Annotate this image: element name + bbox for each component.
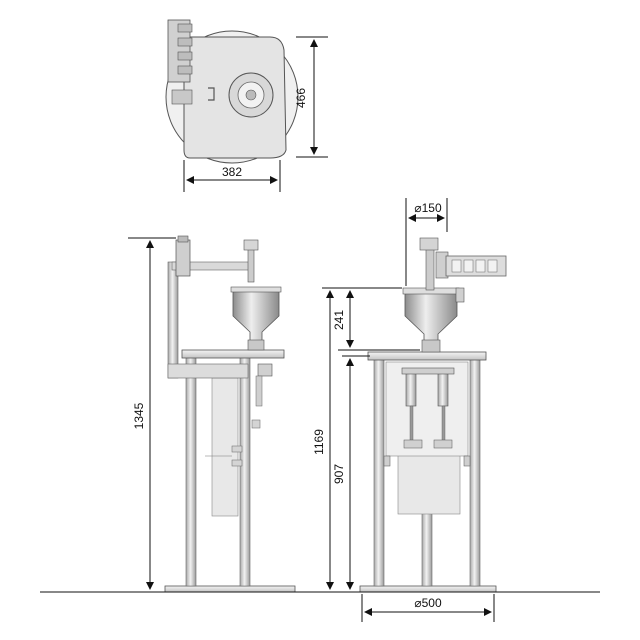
front-hopper-outlet <box>421 339 441 353</box>
front-view <box>359 237 507 593</box>
top-view-bracket <box>208 87 215 101</box>
dim-907-label: 907 <box>332 464 346 484</box>
dim-1345: 1345 <box>128 237 176 593</box>
side-column-foot <box>167 363 249 379</box>
front-side-fitting-left <box>383 455 391 467</box>
side-view <box>164 235 296 593</box>
side-pump-cap <box>177 235 189 243</box>
front-manifold <box>445 255 507 277</box>
front-side-fitting-right <box>463 455 471 467</box>
side-pump-head <box>175 239 191 277</box>
side-table-top <box>181 349 285 359</box>
side-valve-rod <box>255 375 263 407</box>
top-view-center-hub <box>245 89 257 101</box>
front-pole-right <box>469 355 481 587</box>
top-view-side-fitting <box>171 89 193 105</box>
front-nozzle-top <box>419 237 439 251</box>
front-base-plate <box>359 585 497 593</box>
side-panel-fittings <box>205 419 261 467</box>
side-hopper-rim <box>230 286 282 293</box>
dim-382-label: 382 <box>222 165 242 179</box>
dim-907: 907 <box>332 355 370 590</box>
dim-1169-label: 1169 <box>312 429 326 455</box>
dim-1169: 1169 <box>312 287 360 593</box>
dim-241-label: 241 <box>332 310 346 330</box>
side-pole-right <box>239 355 251 587</box>
side-column <box>167 261 179 379</box>
dim-1345-label: 1345 <box>132 402 146 429</box>
front-frame <box>385 361 469 457</box>
dim-382: 382 <box>183 160 281 192</box>
front-cylinders <box>401 367 455 449</box>
top-view <box>165 19 299 164</box>
side-base-plate <box>164 585 296 593</box>
side-nozzle-top <box>243 239 259 251</box>
front-center-pole <box>421 511 433 587</box>
front-lower-panel <box>397 453 461 515</box>
dim-150: ⌀150 <box>405 198 448 286</box>
dim-466-label: 466 <box>294 88 308 108</box>
side-pole-left <box>185 355 197 587</box>
dim-241: 241 <box>332 287 420 351</box>
dim-500: ⌀500 <box>361 594 495 622</box>
side-hopper-outlet <box>247 339 265 351</box>
top-view-valves <box>177 23 193 75</box>
front-table-top <box>367 351 487 361</box>
dim-466: 466 <box>294 36 328 158</box>
dim-500-label: ⌀500 <box>414 596 442 610</box>
dim-150-label: ⌀150 <box>414 201 442 215</box>
front-hopper <box>404 291 458 345</box>
front-valve-side <box>455 287 465 303</box>
front-pole-left <box>373 355 385 587</box>
side-valve <box>257 363 273 377</box>
side-hopper <box>232 289 280 345</box>
